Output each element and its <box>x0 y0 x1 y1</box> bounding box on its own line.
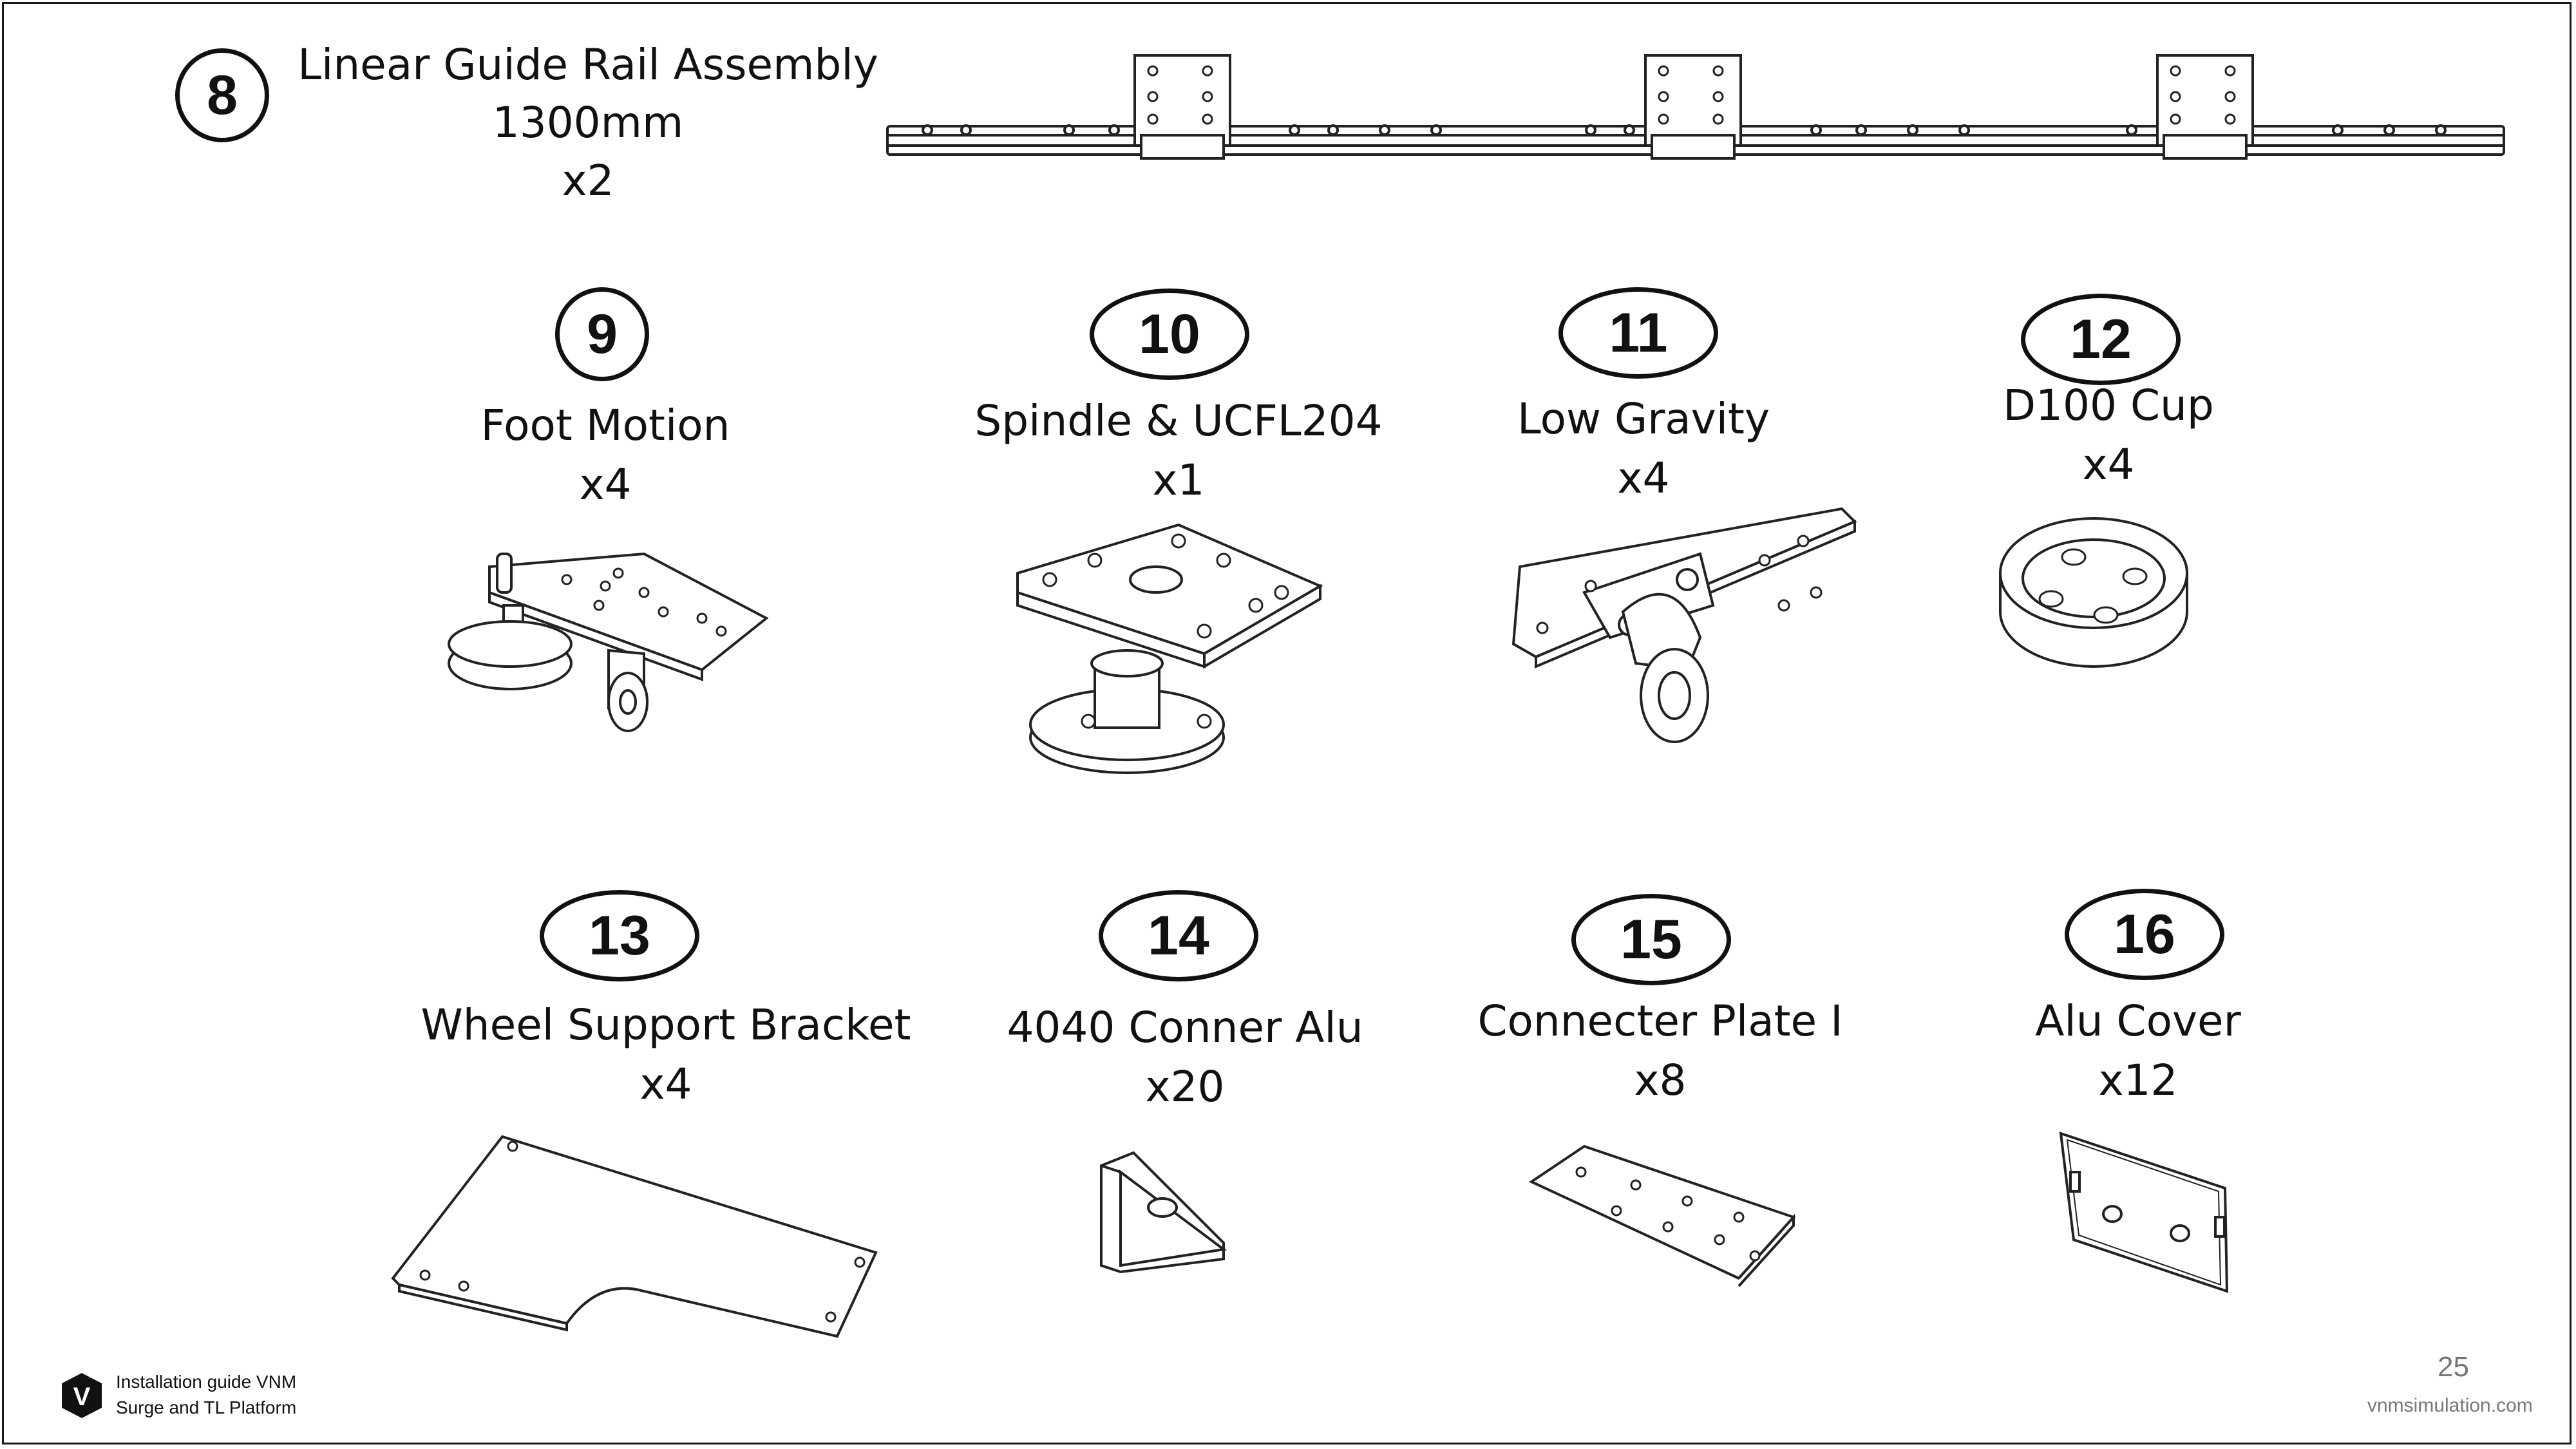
item-15-label: Connecter Plate I x8 <box>1477 992 1842 1110</box>
item-13-label: Wheel Support Bracket x4 <box>421 996 911 1114</box>
item-14-number: 14 <box>1148 904 1209 967</box>
item-8-name: Linear Guide Rail Assembly <box>298 40 878 90</box>
item-8-label: Linear Guide Rail Assembly 1300mm x2 <box>298 36 878 210</box>
brand-logo-icon: V <box>61 1372 103 1419</box>
linear-rail-icon <box>882 52 2512 180</box>
item-14-number-badge: 14 <box>1099 890 1258 981</box>
item-15-name: Connecter Plate I <box>1477 996 1843 1046</box>
item-9-number-badge: 9 <box>555 287 649 381</box>
item-8-qty: x2 <box>562 156 614 205</box>
foot-motion-icon <box>448 541 773 734</box>
item-13-name: Wheel Support Bracket <box>421 1000 911 1050</box>
alu-cover-icon <box>2054 1127 2235 1294</box>
item-11-label: Low Gravity x4 <box>1517 390 1770 508</box>
page-number: 25 <box>2438 1351 2469 1383</box>
item-9-qty: x4 <box>579 460 632 509</box>
item-9-name: Foot Motion <box>480 401 730 450</box>
item-12-name: D100 Cup <box>2003 381 2214 430</box>
item-8-size: 1300mm <box>492 98 684 147</box>
item-11-number-badge: 11 <box>1558 287 1718 379</box>
guide-title: Installation guide VNM Surge and TL Plat… <box>116 1369 296 1421</box>
item-9-number: 9 <box>587 303 618 365</box>
item-16-label: Alu Cover x12 <box>2035 992 2241 1110</box>
item-14-qty: x20 <box>1145 1062 1225 1112</box>
item-12-number-badge: 12 <box>2021 294 2181 385</box>
item-10-qty: x1 <box>1152 455 1205 505</box>
guide-title-line2: Surge and TL Platform <box>116 1397 297 1417</box>
connector-plate-icon <box>1526 1143 1803 1287</box>
bracket-plate-icon <box>386 1130 889 1343</box>
item-16-name: Alu Cover <box>2035 996 2241 1046</box>
item-13-number-badge: 13 <box>540 890 699 981</box>
item-10-number-badge: 10 <box>1090 289 1249 380</box>
item-13-number: 13 <box>589 904 650 967</box>
item-14-label: 4040 Conner Alu x20 <box>1007 998 1363 1117</box>
item-16-number-badge: 16 <box>2065 889 2224 980</box>
item-11-name: Low Gravity <box>1517 394 1770 444</box>
guide-title-line1: Installation guide VNM <box>116 1372 297 1392</box>
item-15-qty: x8 <box>1634 1056 1687 1105</box>
item-13-qty: x4 <box>639 1059 692 1109</box>
item-9-label: Foot Motion x4 <box>481 396 730 515</box>
item-8-number: 8 <box>207 64 238 126</box>
caster-plate-icon <box>1481 502 1868 747</box>
item-15-number: 15 <box>1620 908 1682 971</box>
item-10-name: Spindle & UCFL204 <box>974 396 1383 446</box>
item-16-qty: x12 <box>2098 1056 2178 1105</box>
item-12-number: 12 <box>2070 308 2132 370</box>
item-11-qty: x4 <box>1617 453 1670 503</box>
spindle-icon <box>1011 515 1333 786</box>
item-12-qty: x4 <box>2082 440 2135 489</box>
corner-bracket-icon <box>1095 1146 1236 1275</box>
item-8-number-badge: 8 <box>175 48 269 142</box>
website-link[interactable]: vnmsimulation.com <box>2367 1395 2533 1416</box>
item-14-name: 4040 Conner Alu <box>1007 1003 1363 1052</box>
item-11-number: 11 <box>1609 301 1668 364</box>
item-12-label: D100 Cup x4 <box>2003 376 2214 495</box>
item-10-number: 10 <box>1139 303 1200 365</box>
item-10-label: Spindle & UCFL204 x1 <box>974 392 1382 510</box>
item-16-number: 16 <box>2114 903 2175 965</box>
brand-logo-letter: V <box>73 1383 91 1411</box>
item-15-number-badge: 15 <box>1571 894 1731 985</box>
cup-icon <box>1996 509 2190 676</box>
